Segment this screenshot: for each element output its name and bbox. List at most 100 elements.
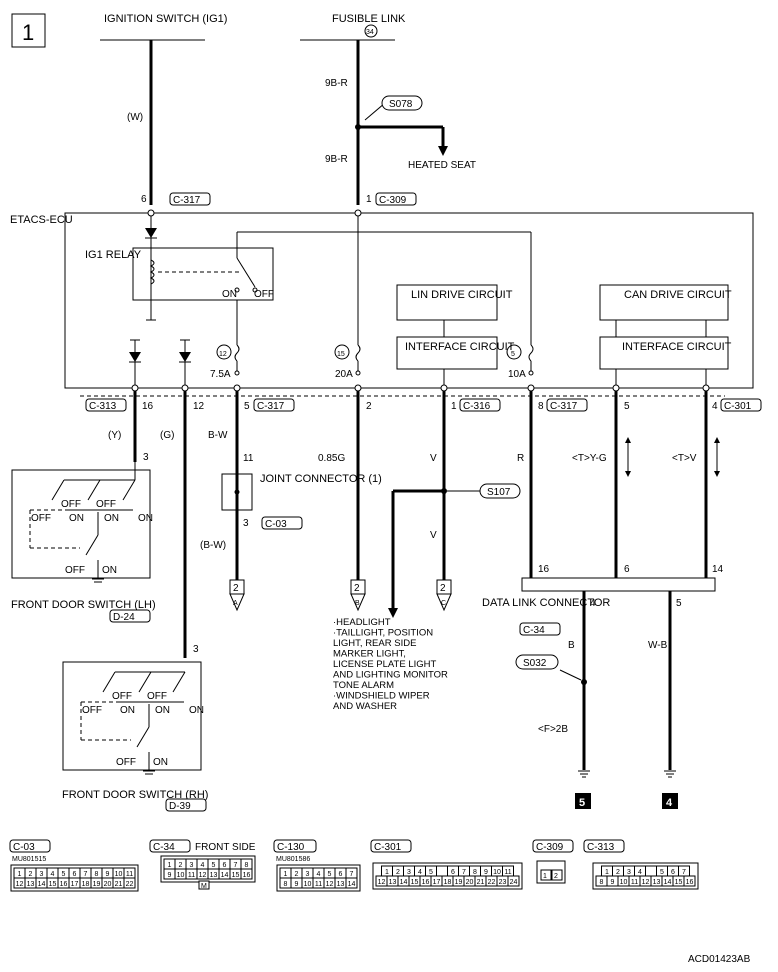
connector-pin-number: 10	[493, 869, 501, 876]
ground-5-box	[575, 793, 591, 809]
connector-pin-number: 5	[212, 862, 216, 869]
fds-rh-off-3: OFF	[147, 691, 167, 702]
can-drive-label: CAN DRIVE CIRCUIT	[624, 289, 732, 301]
terminal-c313-12	[181, 384, 189, 392]
face-c313-pill	[583, 839, 625, 853]
face-c34-m-box	[198, 880, 210, 890]
d24-label: D-24	[113, 612, 135, 623]
fuse-12-rating: 7.5A	[210, 369, 231, 380]
fds-rh-contacts	[102, 671, 186, 693]
pin-1-top: 1	[366, 194, 372, 205]
interface-label-2: INTERFACE CIRCUIT	[622, 341, 732, 353]
connector-pin-number: 5	[660, 869, 664, 876]
wire-085g-label: 0.85G	[318, 453, 345, 464]
can-v-arrow-up	[714, 437, 720, 443]
connector-pin-number: 15	[49, 881, 57, 888]
connector-body	[592, 862, 699, 890]
connector-pin-number: 7	[682, 869, 686, 876]
connector-pin-number: 10	[304, 881, 312, 888]
pin-3-joint: 3	[243, 518, 249, 529]
relay-coil	[149, 259, 155, 285]
fuse-12-terminal	[234, 370, 240, 376]
connector-pin-number: 12	[199, 872, 207, 879]
figure-id: ACD01423AB	[688, 954, 751, 965]
can-v-arrow-down	[714, 471, 720, 477]
face-c03-label: C-03	[13, 842, 35, 853]
etacs-label: ETACS-ECU	[10, 214, 73, 226]
diode-rh	[179, 352, 191, 362]
fuse-12-num: 12	[219, 351, 227, 358]
terminal-c316-1	[440, 384, 448, 392]
fuse-5	[528, 344, 534, 362]
connector-pin-number: 11	[504, 869, 511, 876]
connector-pin-number: 4	[418, 869, 422, 876]
connector-pin-number: 9	[484, 869, 488, 876]
pin-12-ecu: 12	[193, 401, 205, 412]
c316-pill	[459, 398, 501, 412]
dlc-pin-5: 5	[676, 598, 682, 609]
connector-pin-number: 1	[284, 871, 288, 878]
headlight-list-line: ·TAILLIGHT, POSITION	[333, 628, 433, 639]
wire-b-label: B	[568, 640, 575, 651]
connector-pin-number: 22	[488, 879, 496, 886]
connector-pin-number: 5	[62, 871, 66, 878]
wire-v-bottom-label: V	[430, 530, 437, 541]
connector-pin-number: 6	[451, 869, 455, 876]
face-c03-pill	[9, 839, 51, 853]
face-c34-label: C-34	[153, 842, 175, 853]
connector-pin-number: 9	[168, 872, 172, 879]
s032-label: S032	[523, 658, 547, 669]
connector-pin-number: 12	[326, 881, 334, 888]
fds-rh-contact-3	[172, 671, 186, 693]
terminal-c317-5	[233, 384, 241, 392]
ref-b-tri	[350, 593, 366, 612]
s032-pill	[515, 654, 559, 670]
connector-pin-number: 1	[605, 869, 609, 876]
s032-leader	[559, 669, 582, 681]
headlight-list-line: ·WINDSHIELD WIPER	[333, 691, 430, 702]
connector-pin-number: 13	[653, 879, 661, 886]
pin-4-c301: 4	[712, 401, 718, 412]
ref-arrow-c[interactable]: 2 C	[436, 579, 452, 612]
face-c34-pill	[149, 839, 191, 853]
ref-arrow-a[interactable]: 2 A	[229, 579, 245, 612]
connector-pin-number: 11	[315, 881, 322, 888]
c317-pill-mid	[253, 398, 295, 412]
can-yg-arrow-up	[625, 437, 631, 443]
fds-rh-off-2: OFF	[112, 691, 132, 702]
fds-lh-off-4: OFF	[65, 565, 85, 576]
connector-pin-number: 14	[400, 879, 408, 886]
pin-11-joint: 11	[243, 453, 254, 464]
ref-c-tri	[436, 593, 452, 612]
fds-rh-contact-1	[102, 671, 116, 693]
ref-b-letter: B	[355, 600, 360, 607]
wire-wb-label: W-B	[648, 640, 668, 651]
fuse-12	[234, 344, 240, 362]
ref-arrow-b[interactable]: 2 B	[350, 579, 366, 612]
terminal-c301-4	[702, 384, 710, 392]
c03-joint-label: C-03	[265, 519, 287, 530]
s032-splice-dot	[581, 679, 587, 685]
diode-lh	[129, 352, 141, 362]
connector-cavity	[240, 868, 253, 880]
connector-pin-number: 13	[389, 879, 397, 886]
fds-lh-contacts	[51, 479, 136, 501]
pin-5-ecu: 5	[244, 401, 250, 412]
ref-c-page: 2	[440, 583, 446, 594]
relay-contact	[236, 257, 256, 288]
connector-pin-number: 1	[18, 871, 22, 878]
fds-lh-contact-3	[122, 479, 136, 501]
terminal-c317-8	[527, 384, 535, 392]
connector-pin-number: 14	[38, 881, 46, 888]
connector-pin-number: 8	[95, 871, 99, 878]
fuse-5-num: 5	[511, 351, 515, 358]
connector-pin-number: 2	[29, 871, 33, 878]
connector-pin-number: 14	[348, 881, 356, 888]
d39-pill	[165, 798, 207, 812]
connector-pin-number: 8	[473, 869, 477, 876]
ref-a-letter: A	[233, 600, 238, 607]
connector-pin-number: 11	[188, 872, 195, 879]
ground-4-box	[662, 793, 678, 809]
